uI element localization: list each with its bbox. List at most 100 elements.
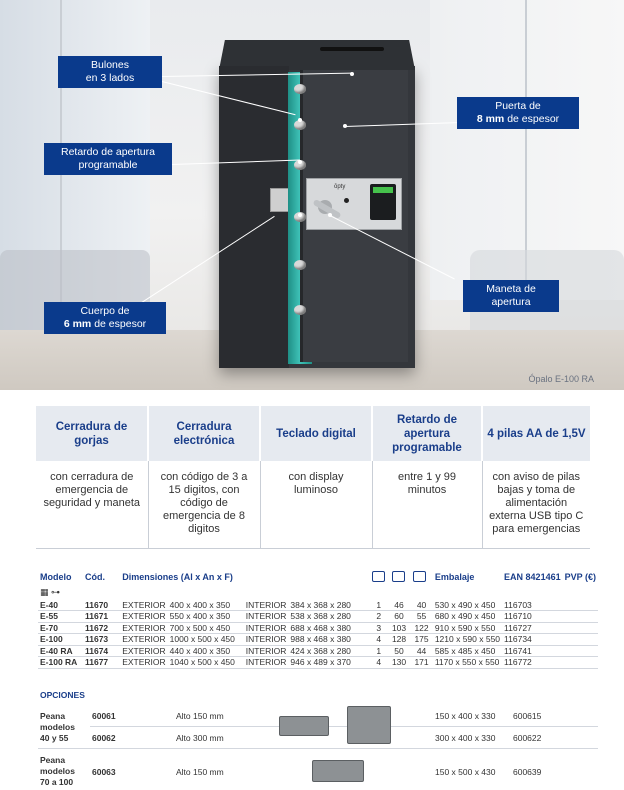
cell-volume: 44	[410, 645, 433, 658]
cell-label: INTERIOR	[243, 645, 289, 658]
divider	[90, 726, 598, 727]
cell-interior: 946 x 489 x 370	[288, 656, 370, 669]
table-row: E-100 11673 EXTERIOR 1000 x 500 x 450 IN…	[38, 633, 598, 646]
cell-modelo: E-100	[38, 633, 83, 646]
cell-modelo: E-100 RA	[38, 656, 83, 669]
cell-ean: 116710	[502, 610, 563, 623]
callout-bold: 6 mm	[63, 318, 92, 330]
cell-cod: 11674	[82, 645, 121, 658]
callout-text: Retardo de apertura	[61, 146, 155, 158]
cell-cod: 11670	[82, 599, 121, 612]
cell-embalaje: 910 x 590 x 550	[432, 622, 503, 635]
cell-exterior: 700 x 500 x 450	[167, 622, 244, 635]
weight-icon	[392, 571, 406, 583]
feature-description: con display luminoso	[259, 461, 372, 549]
option-alto: Alto 150 mm	[176, 711, 224, 721]
callout-text: Maneta de	[486, 283, 536, 295]
option-alto: Alto 300 mm	[176, 733, 224, 743]
cell-ean: 116772	[502, 656, 563, 669]
callout-door: Puerta de 8 mm de espesor	[457, 97, 579, 129]
option-cod: 60061	[92, 711, 116, 721]
cell-label: EXTERIOR	[120, 599, 168, 612]
leader-dot	[298, 118, 302, 122]
cell-weight: 128	[387, 633, 411, 646]
bolt	[294, 212, 306, 222]
cell-exterior: 440 x 400 x 350	[167, 645, 244, 658]
cell-interior: 384 x 368 x 280	[288, 599, 370, 612]
cell-ean: 116741	[502, 645, 563, 658]
option-cod: 60063	[92, 767, 116, 777]
keyhole-icon	[344, 198, 349, 203]
cell-label: INTERIOR	[243, 633, 289, 646]
safe-side	[219, 66, 289, 368]
option-embalaje: 150 x 400 x 330	[435, 711, 496, 721]
keypad-icon: ▦	[40, 586, 49, 597]
cell-embalaje: 1170 x 550 x 550	[432, 656, 503, 669]
callout-bolts: Bulones en 3 lados	[58, 56, 162, 88]
bolt	[294, 160, 306, 170]
cell-exterior: 1000 x 500 x 450	[167, 633, 244, 646]
callout-text: de espesor	[504, 113, 560, 125]
leader-dot	[298, 160, 302, 164]
col-cod: Cód.	[84, 571, 105, 582]
cell-pvp	[562, 656, 598, 669]
plinth-wide-image	[312, 760, 364, 782]
feature-description: con aviso de pilas bajas y toma de alime…	[481, 461, 590, 549]
option-name: Peana modelos 40 y 55	[40, 711, 75, 744]
option-name-line: 40 y 55	[40, 733, 69, 743]
option-name: Peana modelos 70 a 100	[40, 755, 75, 788]
option-name-line: Peana	[40, 755, 66, 765]
cell-weight: 130	[387, 656, 411, 669]
callout-delay: Retardo de apertura programable	[44, 143, 172, 175]
cell-label: INTERIOR	[243, 599, 289, 612]
leader-dot	[298, 213, 302, 217]
cell-weight: 60	[387, 610, 411, 623]
col-icons	[370, 568, 433, 585]
volume-icon	[412, 571, 426, 583]
bolt	[294, 260, 306, 270]
lock-type-icons: ▦ ⊶	[38, 585, 598, 599]
table-row: E-40 11670 EXTERIOR 400 x 400 x 350 INTE…	[38, 599, 598, 612]
cell-label: INTERIOR	[243, 622, 289, 635]
safe-top	[219, 40, 415, 70]
option-cod: 60062	[92, 733, 116, 743]
feature-header: 4 pilas AA de 1,5V	[481, 406, 590, 461]
col-pvp: PVP (€)	[564, 571, 596, 582]
cell-volume: 175	[410, 633, 433, 646]
col-modelo: Modelo	[40, 571, 72, 582]
divider	[38, 748, 598, 749]
callout-text: en 3 lados	[85, 72, 135, 84]
col-dimensiones: Dimensiones (Al x An x F)	[122, 571, 233, 582]
plinth-low-image	[279, 716, 329, 736]
option-embalaje: 300 x 400 x 330	[435, 733, 496, 743]
option-ean: 600622	[513, 733, 542, 743]
feature-description: con cerradura de emergencia de seguridad…	[36, 461, 148, 549]
callout-bold: 8 mm	[476, 113, 505, 125]
cell-embalaje: 585 x 485 x 450	[432, 645, 503, 658]
bolt	[294, 84, 306, 94]
cell-interior: 538 x 368 x 280	[288, 610, 370, 623]
features-table: Cerradura de gorjas Cerradura electrónic…	[36, 406, 590, 549]
col-embalaje: Embalaje	[434, 571, 475, 582]
cell-weight: 50	[387, 645, 411, 658]
cell-exterior: 1040 x 500 x 450	[167, 656, 244, 669]
cell-cod: 11671	[82, 610, 121, 623]
cell-volume: 40	[410, 599, 433, 612]
brand-logo: ōpty	[334, 184, 346, 190]
bolt	[294, 120, 306, 130]
cell-interior: 424 x 368 x 280	[288, 645, 370, 658]
cell-pvp	[562, 610, 598, 623]
bolt	[294, 305, 306, 315]
leader-dot	[350, 72, 354, 76]
cell-label: INTERIOR	[243, 656, 289, 669]
cell-label: EXTERIOR	[120, 622, 168, 635]
callout-text: Bulones	[91, 59, 129, 71]
cell-interior: 988 x 468 x 380	[288, 633, 370, 646]
shelves-icon	[371, 571, 385, 583]
cell-ean: 116734	[502, 633, 563, 646]
feature-header: Cerradura de gorjas	[36, 406, 148, 461]
feature-header: Retardo de apertura programable	[371, 406, 482, 461]
feature-header: Cerradura electrónica	[147, 406, 260, 461]
callout-text: Cuerpo de	[80, 305, 130, 317]
cell-shelves: 1	[369, 645, 388, 658]
